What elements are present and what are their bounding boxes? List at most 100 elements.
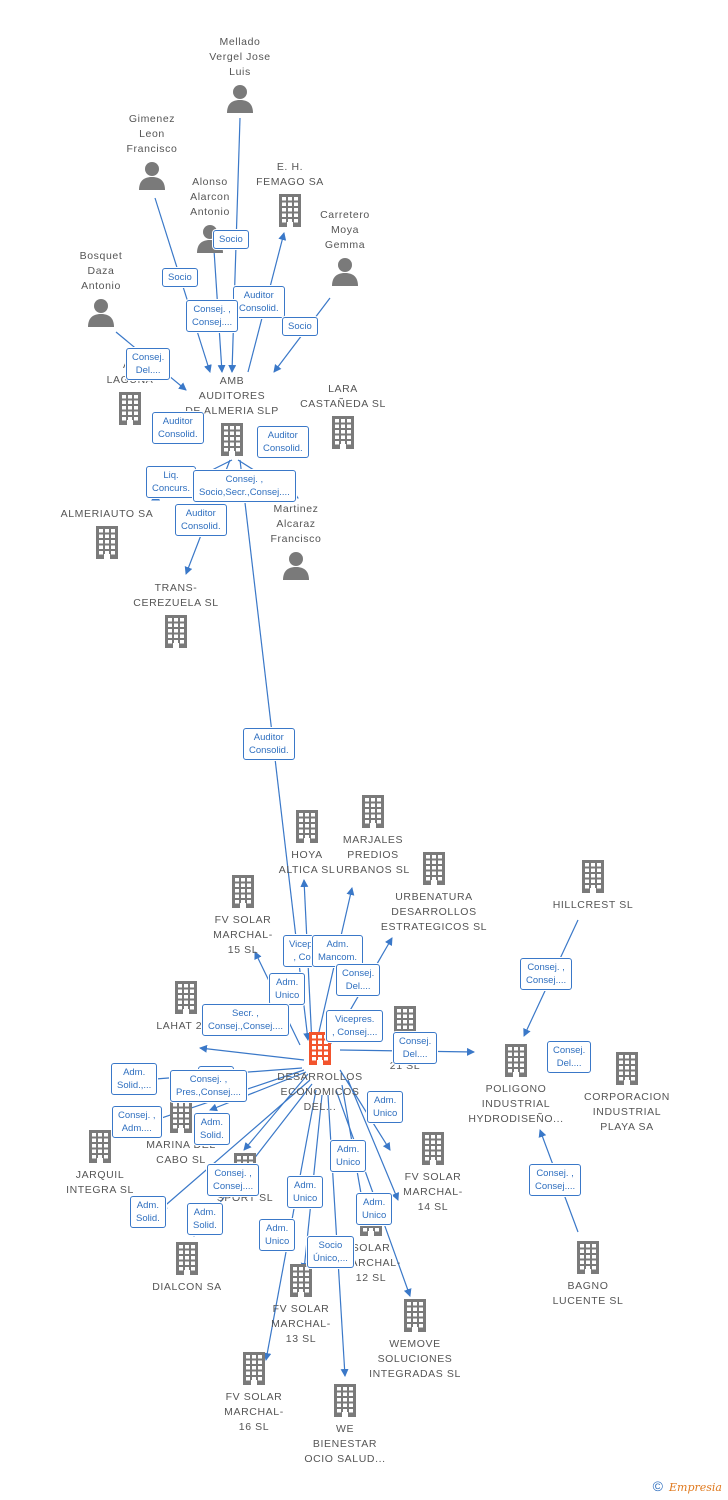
- edge-label[interactable]: Consej. , Socio,Secr.,Consej....: [193, 470, 296, 502]
- company-node[interactable]: AL LAGUNA: [75, 358, 185, 430]
- edge-line: [209, 1071, 307, 1112]
- person-node[interactable]: Alonso Alarcon Antonio: [155, 175, 265, 258]
- edge-label[interactable]: Adm. Unico: [356, 1193, 393, 1225]
- company-node[interactable]: DIALCON SA: [132, 1238, 242, 1295]
- company-node[interactable]: WE BIENESTAR OCIO SALUD...: [290, 1380, 400, 1467]
- building-icon: [131, 980, 241, 1019]
- node-label[interactable]: HOYA ALTICA SL: [278, 849, 336, 876]
- edge-label[interactable]: Consej. , Consej....: [186, 300, 239, 332]
- node-label[interactable]: FV SOLAR MARCHAL- 15 SL: [213, 914, 273, 956]
- company-node[interactable]: CORPORACION INDUSTRIAL PLAYA SA: [572, 1048, 682, 1135]
- edge-label[interactable]: Adm. Solid.: [187, 1203, 223, 1235]
- company-node[interactable]: MARJALES PREDIOS URBANOS SL: [318, 791, 428, 878]
- node-label[interactable]: POLIGONO INDUSTRIAL HYDRODISEÑO...: [468, 1083, 564, 1125]
- building-icon: [199, 1351, 309, 1390]
- company-node[interactable]: FV SOLAR MARCHAL- 14 SL: [378, 1128, 488, 1215]
- edge-label[interactable]: Socio Único,...: [307, 1236, 354, 1268]
- edge-label[interactable]: Consej. Del....: [547, 1041, 592, 1073]
- node-label[interactable]: ALMERIAUTO SA: [60, 508, 154, 520]
- company-node[interactable]: URBENATURA DESARROLLOS ESTRATEGICOS SL: [379, 848, 489, 935]
- company-node[interactable]: HOYA ALTICA SL: [252, 806, 362, 878]
- company-node[interactable]: BAGNO LUCENTE SL: [533, 1237, 643, 1309]
- edge-label[interactable]: Consej. , Consej....: [520, 958, 573, 990]
- company-node[interactable]: JARQUIL INTEGRA SL: [45, 1126, 155, 1198]
- node-label[interactable]: JARQUIL INTEGRA SL: [66, 1169, 134, 1196]
- edge-label[interactable]: Consej. , Adm....: [112, 1106, 162, 1138]
- edge-label[interactable]: Auditor Consolid.: [175, 504, 227, 536]
- node-label[interactable]: Gimenez Leon Francisco: [126, 113, 178, 155]
- edge-label[interactable]: Adm. Unico: [367, 1091, 404, 1123]
- node-label[interactable]: Bosquet Daza Antonio: [79, 250, 123, 292]
- edge-label[interactable]: Adm. Solid.: [130, 1196, 166, 1228]
- edge-label[interactable]: Socio: [162, 268, 198, 287]
- edge-label[interactable]: Adm. Mancom.: [312, 935, 364, 967]
- company-node[interactable]: LARA CASTAÑEDA SL: [288, 382, 398, 454]
- person-node[interactable]: Mellado Vergel Jose Luis: [185, 35, 295, 118]
- company-node[interactable]: HILLCREST SL: [538, 856, 648, 913]
- edge-label[interactable]: Consej. , Consej....: [529, 1164, 582, 1196]
- node-label[interactable]: Carretero Moya Gemma: [320, 209, 370, 251]
- person-icon: [241, 550, 351, 585]
- person-node[interactable]: Gimenez Leon Francisco: [97, 112, 207, 195]
- edge-label[interactable]: Adm. Solid.: [194, 1113, 230, 1145]
- node-label[interactable]: Alonso Alarcon Antonio: [190, 176, 230, 218]
- edge-line: [339, 1069, 391, 1151]
- edge-label[interactable]: Socio: [282, 317, 318, 336]
- node-label[interactable]: Martinez Alcaraz Francisco: [270, 503, 322, 545]
- edge-line: [243, 1073, 309, 1151]
- company-node[interactable]: AMB AUDITORES DE ALMERIA SLP: [177, 374, 287, 461]
- node-label[interactable]: WE BIENESTAR OCIO SALUD...: [304, 1423, 386, 1465]
- person-node[interactable]: Martinez Alcaraz Francisco: [241, 502, 351, 585]
- node-label[interactable]: BAGNO LUCENTE SL: [552, 1280, 624, 1307]
- edge-label[interactable]: Auditor Consolid.: [243, 728, 295, 760]
- person-icon: [290, 256, 400, 291]
- edge-label[interactable]: Auditor Consolid.: [152, 412, 204, 444]
- edge-label[interactable]: Adm. Unico: [259, 1219, 296, 1251]
- edge-label[interactable]: Auditor Consolid.: [233, 286, 285, 318]
- edge-label[interactable]: Liq. Concurs.: [146, 466, 197, 498]
- node-label[interactable]: MARJALES PREDIOS URBANOS SL: [336, 834, 410, 876]
- company-node[interactable]: E. H. FEMAGO SA: [235, 160, 345, 232]
- node-label[interactable]: TRANS- CEREZUELA SL: [133, 582, 219, 609]
- company-node[interactable]: FV SOLAR MARCHAL- 15 SL: [188, 871, 298, 958]
- edge-label[interactable]: Consej. Del....: [126, 348, 171, 380]
- person-node[interactable]: Bosquet Daza Antonio: [46, 249, 156, 332]
- edge-label[interactable]: Adm. Unico: [330, 1140, 367, 1172]
- node-label[interactable]: E. H. FEMAGO SA: [256, 161, 324, 188]
- edge-label[interactable]: Consej. , Pres.,Consej....: [170, 1070, 247, 1102]
- edge-label[interactable]: Adm. Unico: [287, 1176, 324, 1208]
- company-node[interactable]: FV SOLAR MARCHAL- 16 SL: [199, 1348, 309, 1435]
- person-node[interactable]: Carretero Moya Gemma: [290, 208, 400, 291]
- node-label[interactable]: FV SOLAR MARCHAL- 14 SL: [403, 1171, 463, 1213]
- edge-label[interactable]: Consej. Del....: [393, 1032, 438, 1064]
- edge-label[interactable]: Adm. Solid.,...: [111, 1063, 158, 1095]
- edge-label[interactable]: Auditor Consolid.: [257, 426, 309, 458]
- node-label[interactable]: Mellado Vergel Jose Luis: [209, 36, 271, 78]
- brand-logo[interactable]: Empresia: [669, 1481, 722, 1494]
- company-node[interactable]: WEMOVE SOLUCIONES INTEGRADAS SL: [360, 1295, 470, 1382]
- edge-label[interactable]: Consej. Del....: [336, 964, 381, 996]
- node-label[interactable]: CORPORACION INDUSTRIAL PLAYA SA: [584, 1091, 670, 1133]
- person-icon: [97, 160, 207, 195]
- building-icon: [52, 525, 162, 564]
- node-label[interactable]: WEMOVE SOLUCIONES INTEGRADAS SL: [369, 1338, 461, 1380]
- edge-label[interactable]: Socio: [213, 230, 249, 249]
- edge-label[interactable]: Vicepres. , Consej....: [326, 1010, 384, 1042]
- company-node[interactable]: FV SOLAR MARCHAL- 13 SL: [246, 1260, 356, 1347]
- node-label[interactable]: FV SOLAR MARCHAL- 13 SL: [271, 1303, 331, 1345]
- node-label[interactable]: FV SOLAR MARCHAL- 16 SL: [224, 1391, 284, 1433]
- node-label[interactable]: URBENATURA DESARROLLOS ESTRATEGICOS SL: [380, 891, 488, 933]
- focus-company-node[interactable]: DESARROLLOS ECONOMICOS DEL...: [265, 1028, 375, 1115]
- edge-label[interactable]: Consej. , Consej....: [207, 1164, 260, 1196]
- node-label[interactable]: HILLCREST SL: [552, 899, 634, 911]
- company-node[interactable]: ALMERIAUTO SA: [52, 507, 162, 564]
- company-node[interactable]: TRANS- CEREZUELA SL: [121, 581, 231, 653]
- edge-label[interactable]: Secr. , Consej.,Consej....: [202, 1004, 289, 1036]
- node-label[interactable]: DIALCON SA: [152, 1281, 222, 1293]
- node-label[interactable]: DESARROLLOS ECONOMICOS DEL...: [277, 1071, 363, 1113]
- edge-label[interactable]: Adm. Unico: [269, 973, 306, 1005]
- company-node[interactable]: POLIGONO INDUSTRIAL HYDRODISEÑO...: [461, 1040, 571, 1127]
- node-label[interactable]: LARA CASTAÑEDA SL: [300, 383, 386, 410]
- node-label[interactable]: SOLAR MARCHAL- 12 SL: [341, 1242, 401, 1284]
- company-node[interactable]: LAHAT 20..: [131, 977, 241, 1034]
